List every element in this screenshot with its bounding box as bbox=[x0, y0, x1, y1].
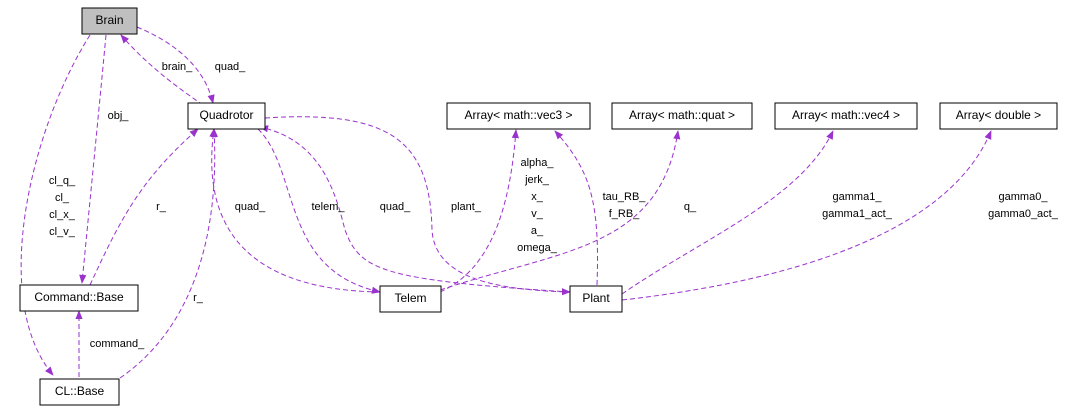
label-gamma0: gamma0_ bbox=[999, 191, 1049, 203]
label-gamma1-act: gamma1_act_ bbox=[822, 208, 893, 220]
label-cl-q: cl_q_ bbox=[49, 175, 76, 187]
label-q: q_ bbox=[684, 201, 697, 213]
label-cl: cl_ bbox=[55, 192, 70, 204]
label-quad-telem: quad_ bbox=[235, 201, 266, 213]
node-plant-label: Plant bbox=[582, 291, 610, 305]
node-array-quat[interactable]: Array< math::quat > bbox=[611, 102, 753, 130]
node-array-vec3[interactable]: Array< math::vec3 > bbox=[446, 102, 591, 130]
label-command: command_ bbox=[90, 338, 145, 350]
node-array-quat-label: Array< math::quat > bbox=[629, 108, 735, 122]
edge-quadrotor-to-telem bbox=[257, 128, 381, 294]
edge-plant-to-double bbox=[621, 130, 992, 301]
edge-quadrotor-to-brain bbox=[120, 34, 237, 129]
label-cl-v: cl_v_ bbox=[49, 226, 76, 238]
label-quad-plant: quad_ bbox=[380, 201, 411, 213]
edge-plant-to-vec4 bbox=[621, 130, 834, 295]
label-omega: omega_ bbox=[517, 242, 558, 254]
label-brain: brain_ bbox=[162, 61, 193, 73]
label-quad-brain: quad_ bbox=[215, 61, 246, 73]
node-command-base-label: Command::Base bbox=[34, 290, 124, 304]
label-a: a_ bbox=[531, 225, 544, 237]
label-obj: obj_ bbox=[108, 110, 130, 122]
edge-command-to-quadrotor bbox=[89, 128, 199, 286]
label-jerk: jerk_ bbox=[524, 174, 550, 186]
node-telem[interactable]: Telem bbox=[379, 285, 442, 313]
label-tau-rb: tau_RB_ bbox=[603, 191, 647, 203]
node-plant[interactable]: Plant bbox=[569, 285, 623, 313]
node-command-base[interactable]: Command::Base bbox=[19, 284, 139, 312]
label-x: x_ bbox=[531, 191, 544, 203]
label-r-command: r_ bbox=[156, 201, 167, 213]
label-v: v_ bbox=[531, 208, 544, 220]
node-quadrotor-label: Quadrotor bbox=[199, 108, 253, 122]
edge-plant-to-vec3 bbox=[554, 130, 598, 286]
node-telem-label: Telem bbox=[394, 291, 426, 305]
node-cl-base[interactable]: CL::Base bbox=[39, 378, 120, 406]
label-r-cl: r_ bbox=[193, 292, 204, 304]
label-cl-x: cl_x_ bbox=[49, 209, 76, 221]
node-brain[interactable]: Brain bbox=[81, 7, 138, 35]
label-plant: plant_ bbox=[451, 201, 482, 213]
node-array-double[interactable]: Array< double > bbox=[939, 102, 1058, 130]
label-gamma1: gamma1_ bbox=[833, 191, 883, 203]
edge-brain-to-quadrotor bbox=[136, 26, 215, 104]
edge-plant-to-quadrotor bbox=[259, 125, 571, 293]
edge-telem-to-quadrotor bbox=[209, 128, 381, 293]
edge-clbase-to-quadrotor bbox=[119, 128, 219, 379]
edge-obj-brain-to-command bbox=[79, 34, 107, 284]
label-f-rb: f_RB_ bbox=[609, 208, 640, 220]
node-quadrotor[interactable]: Quadrotor bbox=[187, 102, 266, 130]
node-array-vec4[interactable]: Array< math::vec4 > bbox=[774, 102, 918, 130]
edge-telem-to-quat bbox=[439, 130, 681, 291]
node-array-vec4-label: Array< math::vec4 > bbox=[792, 108, 900, 122]
node-cl-base-label: CL::Base bbox=[55, 384, 105, 398]
label-telem: telem_ bbox=[311, 201, 345, 213]
node-brain-label: Brain bbox=[95, 13, 123, 27]
node-array-double-label: Array< double > bbox=[956, 108, 1041, 122]
node-array-vec3-label: Array< math::vec3 > bbox=[464, 108, 572, 122]
label-gamma0-act: gamma0_act_ bbox=[988, 208, 1059, 220]
edge-telem-to-vec3 bbox=[439, 129, 519, 293]
label-alpha: alpha_ bbox=[520, 157, 554, 169]
edge-cl-members-to-clbase bbox=[20, 34, 91, 376]
